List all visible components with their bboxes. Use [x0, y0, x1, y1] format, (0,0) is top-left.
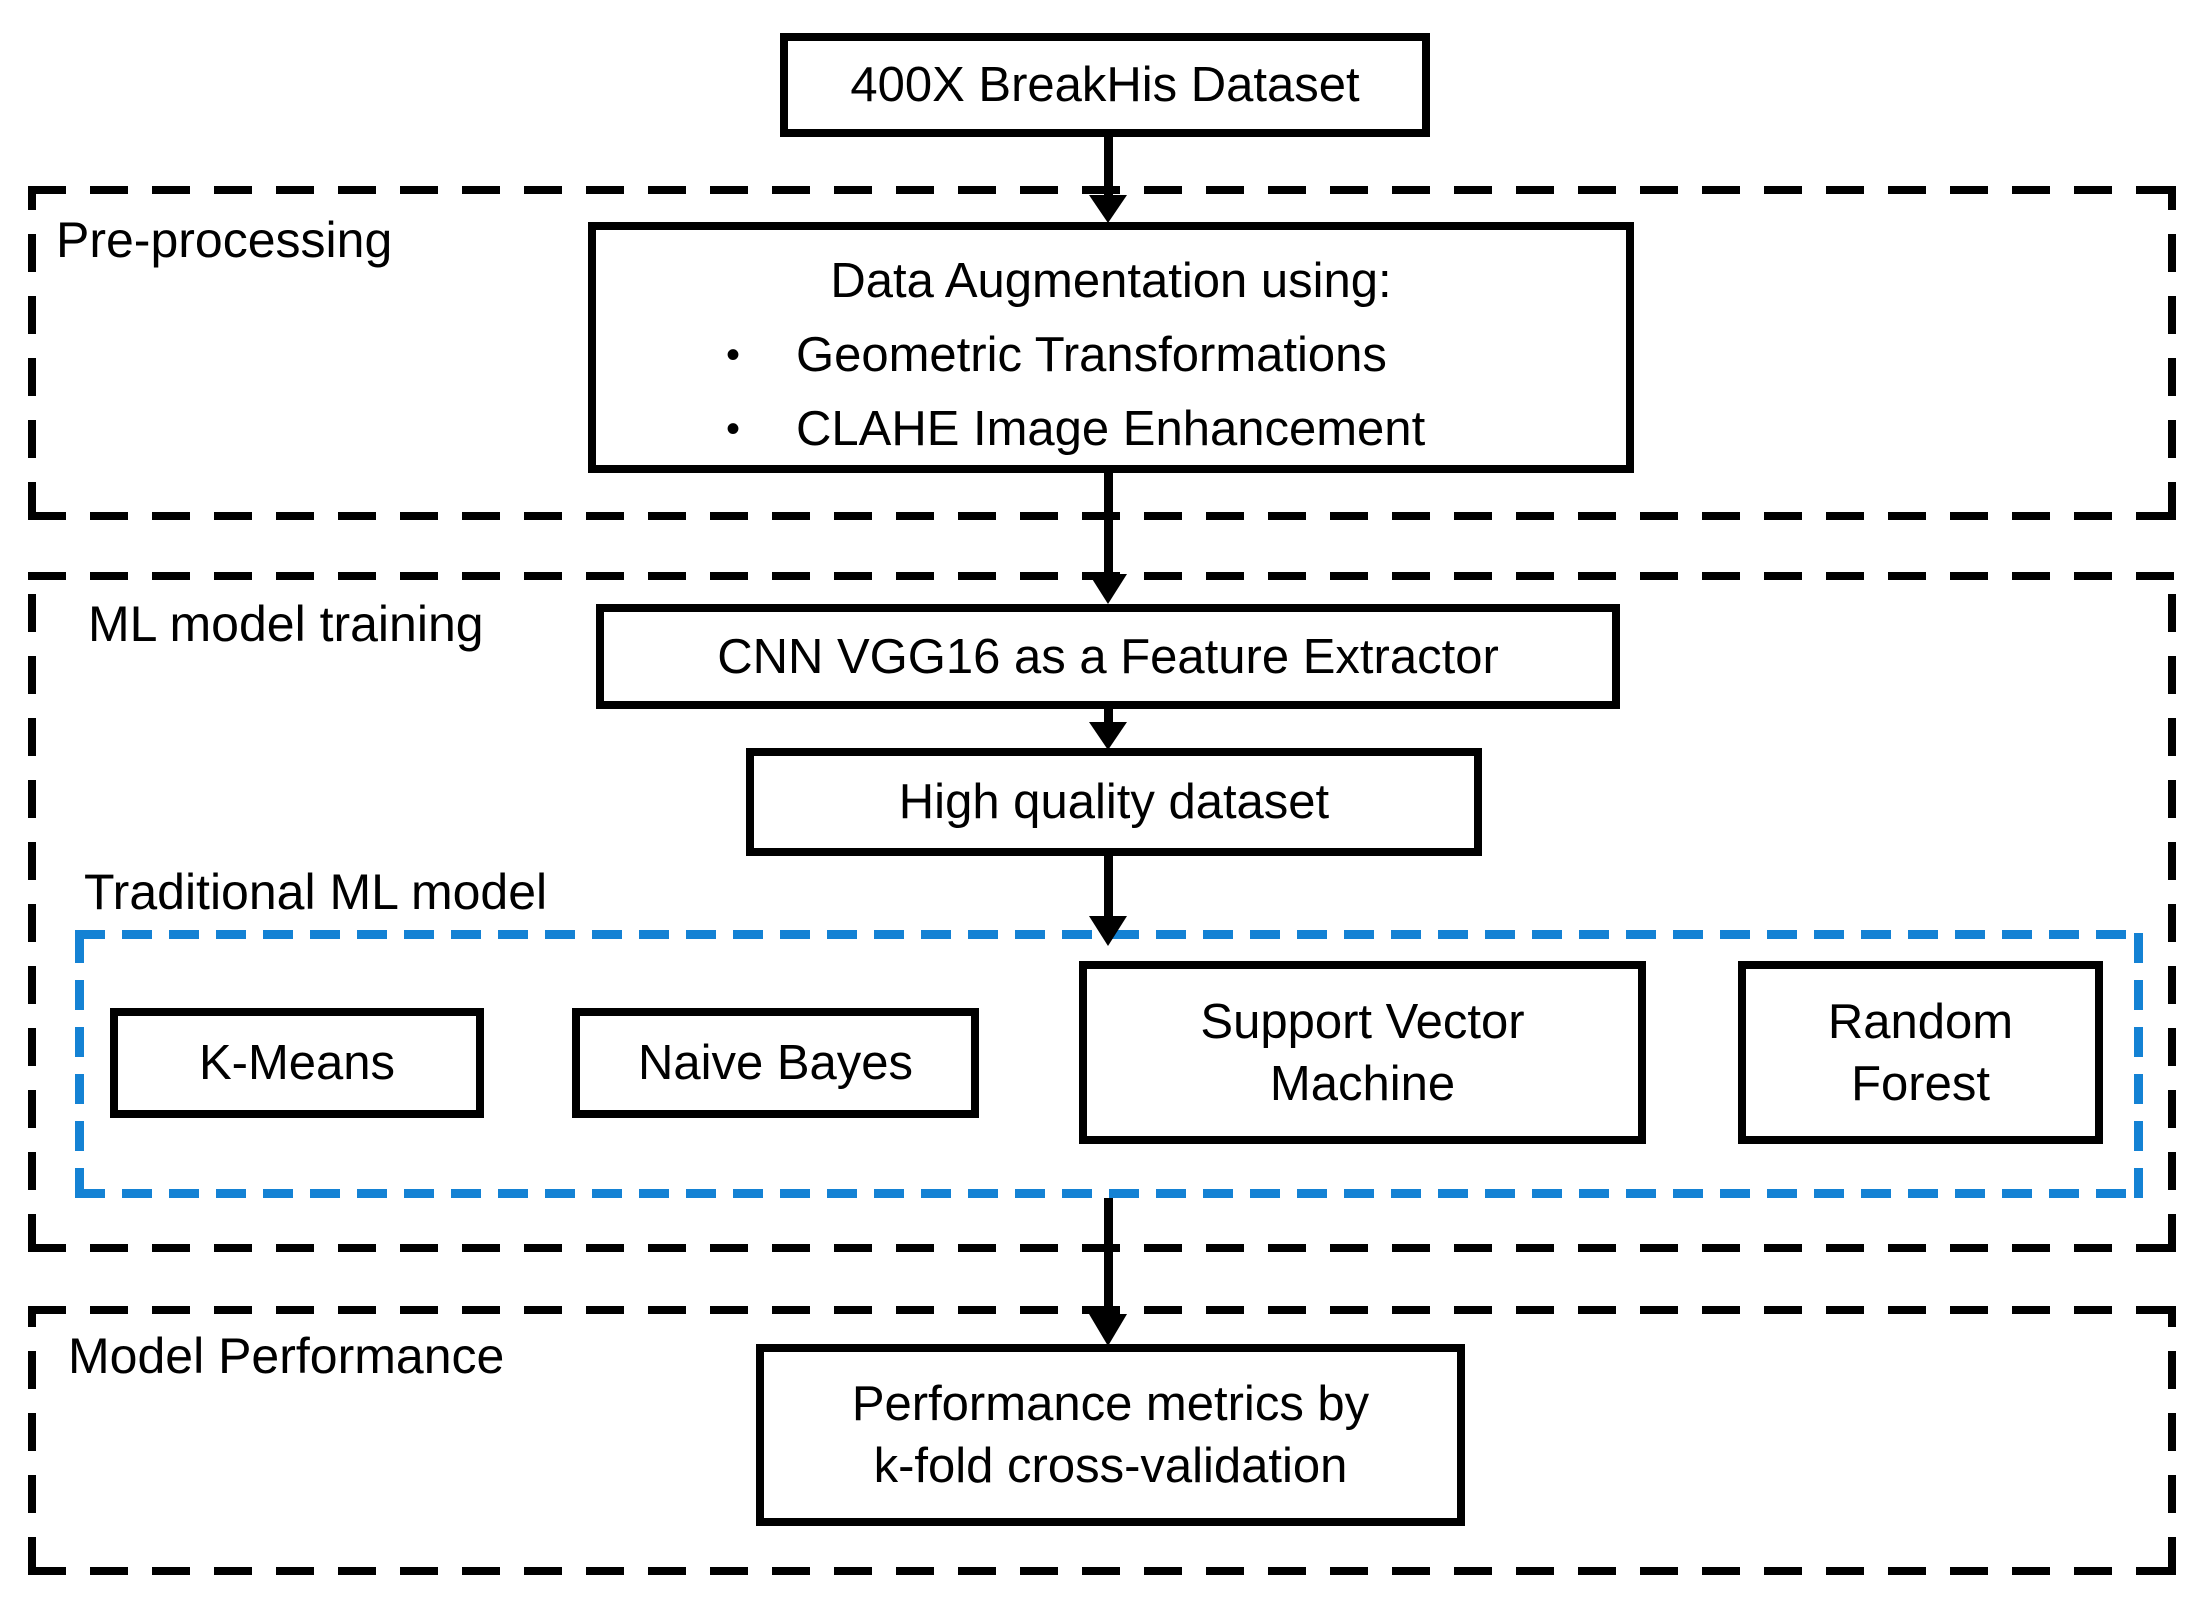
node-cnn-vgg16-label: CNN VGG16 as a Feature Extractor [717, 629, 1499, 684]
arrow-cnn-to-hq-dataset [1088, 709, 1128, 750]
node-svm-label: Support Vector Machine [1200, 994, 1525, 1111]
node-high-quality-dataset: High quality dataset [746, 748, 1482, 856]
arrow-traditional-to-metrics [1088, 1198, 1128, 1346]
node-performance-metrics-label: Performance metrics by k-fold cross-vali… [851, 1377, 1370, 1493]
bullet-icon: • [726, 333, 741, 377]
arrow-shaft [1103, 137, 1113, 195]
node-svm: Support Vector Machine [1079, 961, 1646, 1144]
region-preprocessing-label: Pre-processing [56, 212, 393, 268]
region-model-performance-label: Model Performance [68, 1328, 505, 1384]
arrow-shaft [1103, 473, 1113, 574]
arrow-shaft [1103, 709, 1113, 722]
node-data-augmentation: Data Augmentation using: • Geometric Tra… [588, 222, 1634, 473]
augmentation-item-clahe: • CLAHE Image Enhancement [726, 392, 1626, 466]
arrow-head-icon [1089, 916, 1127, 946]
node-breakhis-dataset: 400X BreakHis Dataset [780, 33, 1430, 137]
arrow-head-icon [1089, 574, 1127, 604]
traditional-ml-model-label: Traditional ML model [84, 864, 548, 920]
augmentation-item-clahe-label: CLAHE Image Enhancement [796, 402, 1426, 456]
arrow-shaft [1103, 856, 1113, 916]
bullet-icon: • [726, 407, 741, 451]
augmentation-item-geometric-label: Geometric Transformations [796, 328, 1387, 382]
node-performance-metrics: Performance metrics by k-fold cross-vali… [756, 1344, 1465, 1526]
region-ml-model-training-label: ML model training [88, 596, 484, 652]
node-random-forest-label: Random Forest [1827, 994, 2014, 1111]
node-random-forest: Random Forest [1738, 961, 2103, 1144]
node-naive-bayes: Naive Bayes [572, 1008, 979, 1118]
data-augmentation-title: Data Augmentation using: [830, 254, 1392, 308]
node-kmeans: K-Means [110, 1008, 484, 1118]
arrow-dataset-to-augmentation [1088, 137, 1128, 223]
augmentation-item-geometric: • Geometric Transformations [726, 318, 1626, 392]
arrow-shaft [1103, 1198, 1113, 1314]
node-kmeans-label: K-Means [198, 1036, 396, 1090]
node-naive-bayes-label: Naive Bayes [637, 1036, 914, 1090]
node-high-quality-dataset-label: High quality dataset [898, 775, 1330, 829]
node-cnn-vgg16: CNN VGG16 as a Feature Extractor [596, 604, 1620, 709]
arrow-head-icon [1089, 722, 1127, 750]
arrow-head-icon [1089, 195, 1127, 223]
arrow-augmentation-to-cnn [1088, 473, 1128, 604]
arrow-hq-dataset-to-traditional [1088, 856, 1128, 946]
arrow-head-icon [1089, 1314, 1127, 1346]
node-breakhis-dataset-label: 400X BreakHis Dataset [850, 58, 1360, 112]
